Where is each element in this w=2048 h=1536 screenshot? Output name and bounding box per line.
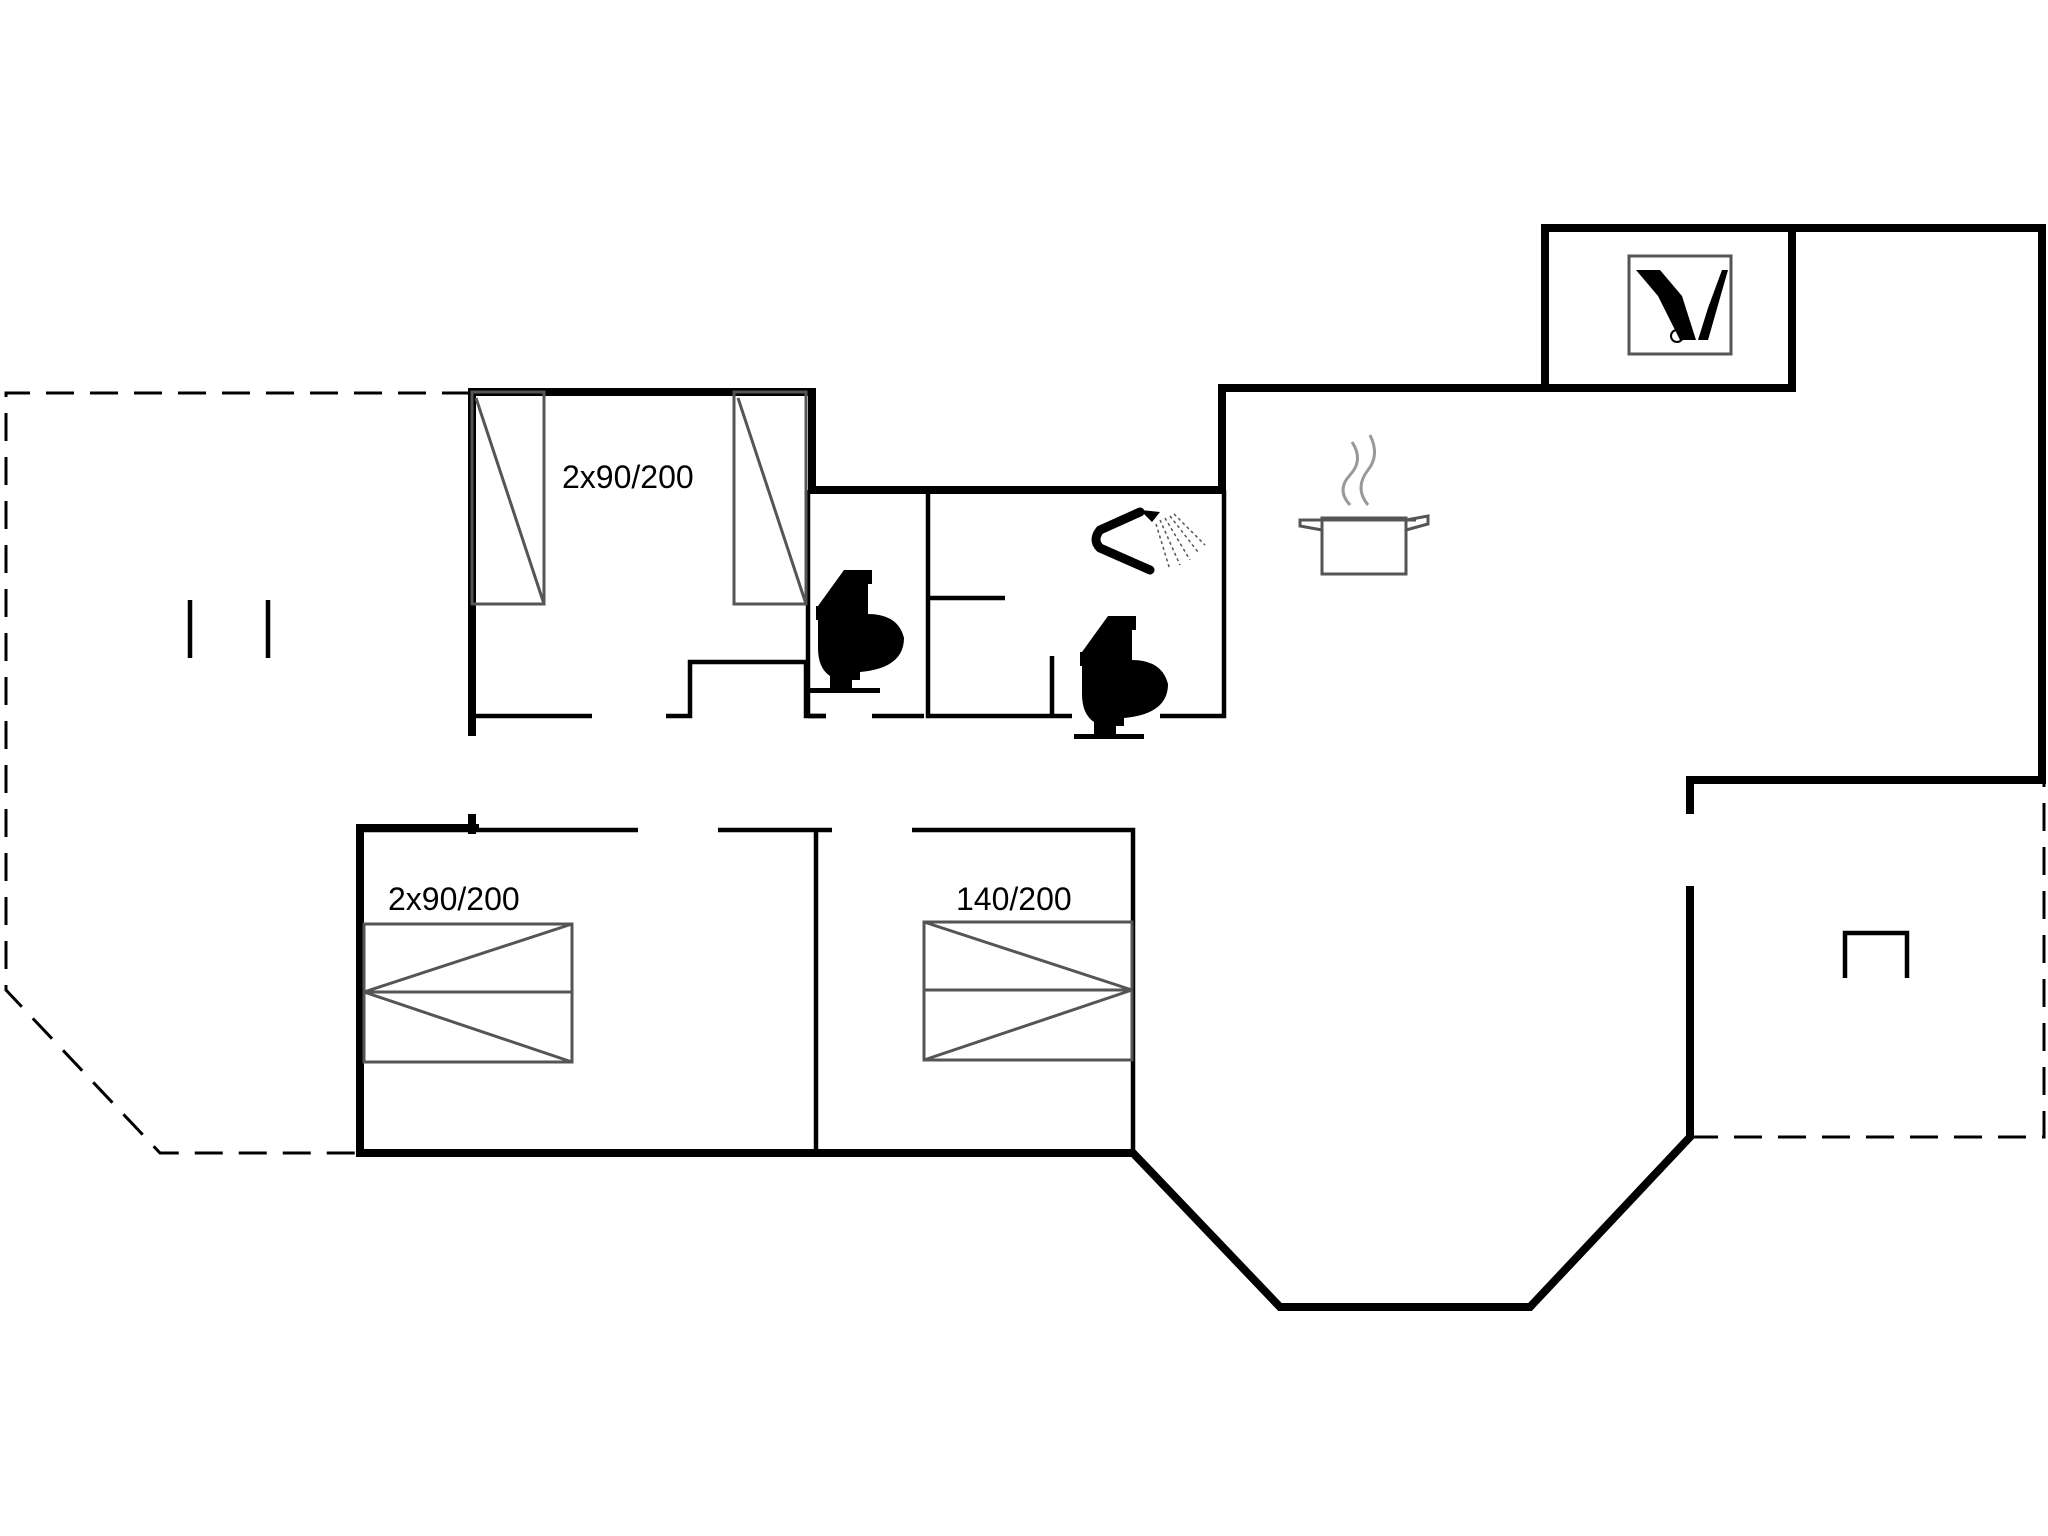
interior-walls <box>187 490 1910 1153</box>
bed-size-label-top: 2x90/200 <box>562 459 694 495</box>
bed-bottom-right <box>922 920 1134 1062</box>
bed-size-label-bottom-left: 2x90/200 <box>388 881 520 917</box>
toilet-icon <box>1074 616 1168 739</box>
bed-top-left <box>470 390 546 606</box>
shower-icon <box>1091 507 1206 575</box>
walls <box>356 224 2046 1311</box>
bed-top-right <box>732 390 808 606</box>
beds <box>362 390 1134 1064</box>
terrace-left <box>4 391 470 1155</box>
bed-bottom-left <box>362 922 574 1064</box>
cooking-pot-icon <box>1298 434 1430 576</box>
bed-size-label-bottom-right: 140/200 <box>956 881 1072 917</box>
toilet-icon <box>810 570 904 693</box>
washing-machine-icon <box>1627 254 1733 356</box>
terrace-right <box>1690 780 2046 1139</box>
